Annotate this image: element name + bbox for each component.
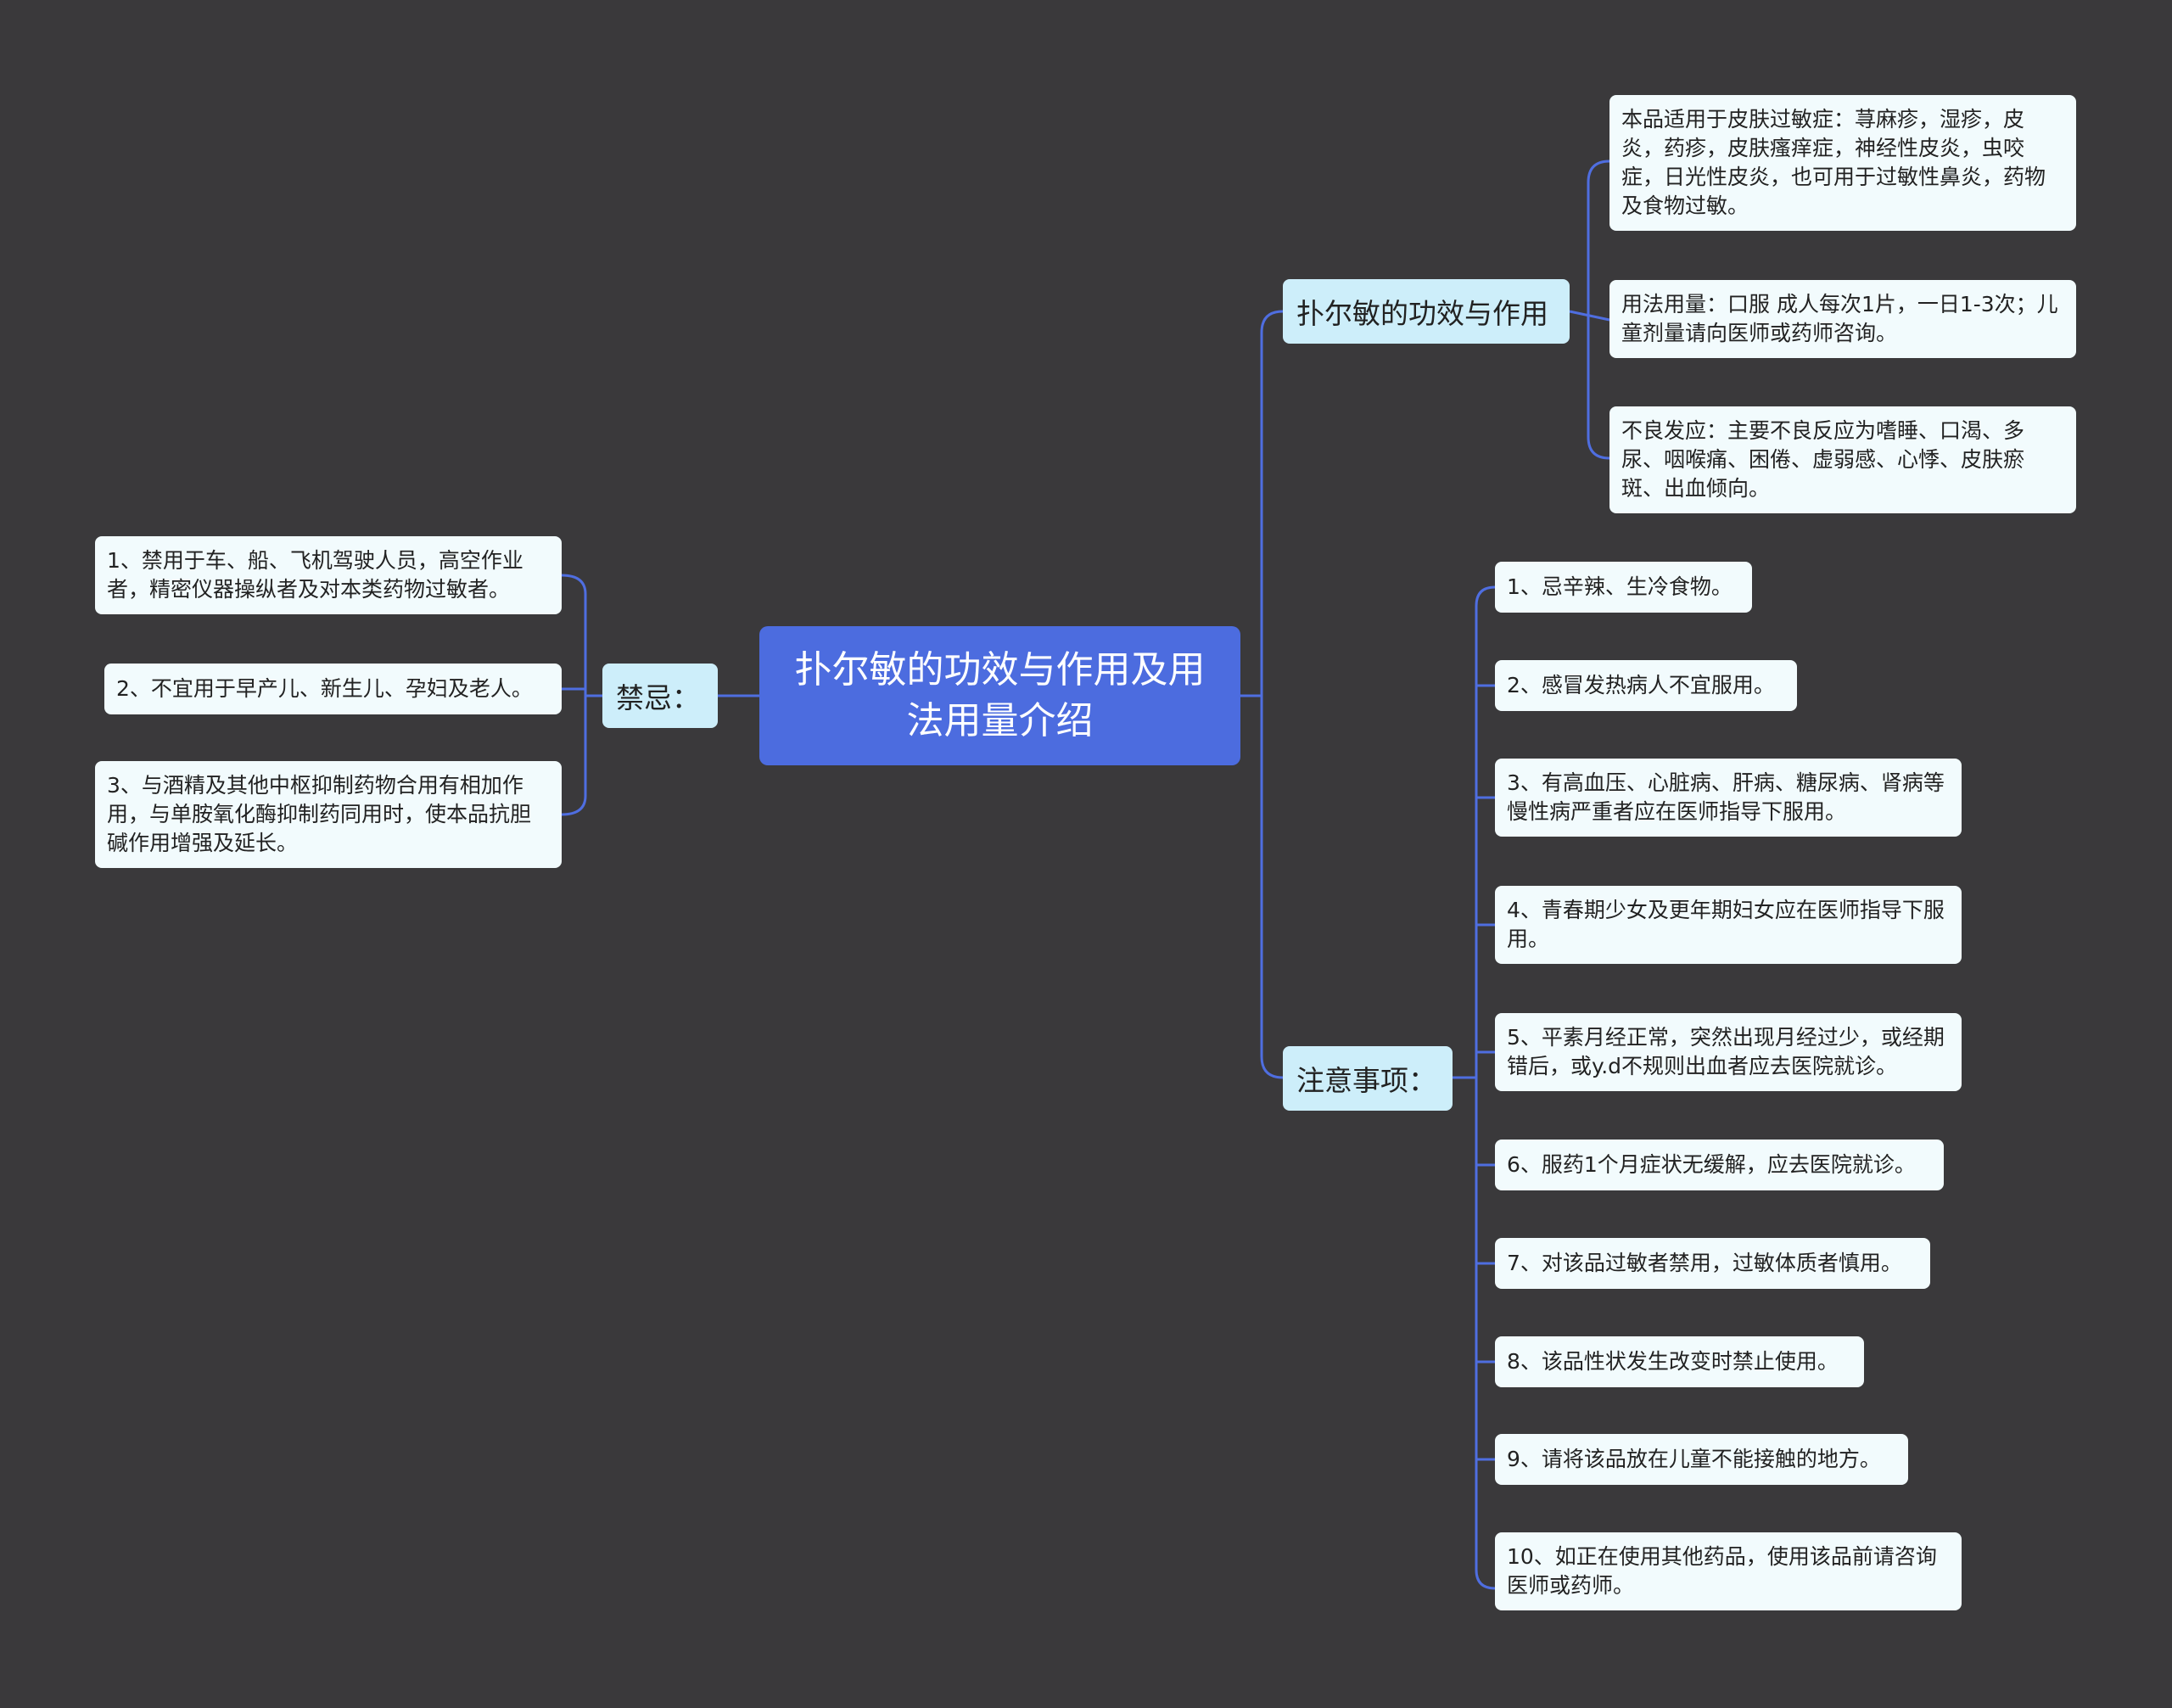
leaf-note-5[interactable]: 5、平素月经正常，突然出现月经过少，或经期错后，或y.d不规则出血者应去医院就诊…: [1495, 1013, 1962, 1091]
leaf-contraindication-3[interactable]: 3、与酒精及其他中枢抑制药物合用有相加作用，与单胺氧化酶抑制药同用时，使本品抗胆…: [95, 761, 562, 868]
leaf-text: 3、有高血压、心脏病、肝病、糖尿病、肾病等慢性病严重者应在医师指导下服用。: [1507, 770, 1945, 824]
leaf-effects-3[interactable]: 不良发应：主要不良反应为嗜睡、口渴、多尿、咽喉痛、困倦、虚弱感、心悸、皮肤瘀斑、…: [1609, 406, 2076, 513]
leaf-note-7[interactable]: 7、对该品过敏者禁用，过敏体质者慎用。: [1495, 1238, 1930, 1289]
leaf-note-6[interactable]: 6、服药1个月症状无缓解，应去医院就诊。: [1495, 1140, 1944, 1190]
edge-notes-trunk: [1475, 585, 1496, 1590]
branch-notes[interactable]: 注意事项：: [1283, 1046, 1453, 1111]
leaf-text: 6、服药1个月症状无缓解，应去医院就诊。: [1507, 1152, 1916, 1177]
edge-right-trunk: [1260, 310, 1284, 1079]
leaf-note-8[interactable]: 8、该品性状发生改变时禁止使用。: [1495, 1336, 1864, 1387]
leaf-text: 本品适用于皮肤过敏症：荨麻疹，湿疹，皮炎，药疹，皮肤瘙痒症，神经性皮炎，虫咬症，…: [1621, 107, 2046, 218]
leaf-note-2[interactable]: 2、感冒发热病人不宜服用。: [1495, 660, 1797, 711]
leaf-note-3[interactable]: 3、有高血压、心脏病、肝病、糖尿病、肾病等慢性病严重者应在医师指导下服用。: [1495, 759, 1962, 837]
root-node[interactable]: 扑尔敏的功效与作用及用法用量介绍: [759, 626, 1240, 765]
leaf-contraindication-1[interactable]: 1、禁用于车、船、飞机驾驶人员，高空作业者，精密仪器操纵者及对本类药物过敏者。: [95, 536, 562, 614]
branch-label: 扑尔敏的功效与作用: [1296, 297, 1548, 330]
leaf-effects-1[interactable]: 本品适用于皮肤过敏症：荨麻疹，湿疹，皮炎，药疹，皮肤瘙痒症，神经性皮炎，虫咬症，…: [1609, 95, 2076, 231]
leaf-text: 7、对该品过敏者禁用，过敏体质者慎用。: [1507, 1251, 1902, 1275]
leaf-note-9[interactable]: 9、请将该品放在儿童不能接触的地方。: [1495, 1434, 1908, 1485]
leaf-text: 5、平素月经正常，突然出现月经过少，或经期错后，或y.d不规则出血者应去医院就诊…: [1507, 1025, 1945, 1078]
leaf-text: 8、该品性状发生改变时禁止使用。: [1507, 1349, 1839, 1374]
leaf-text: 用法用量：口服 成人每次1片，一日1-3次；儿童剂量请向医师或药师咨询。: [1621, 292, 2058, 345]
leaf-text: 不良发应：主要不良反应为嗜睡、口渴、多尿、咽喉痛、困倦、虚弱感、心悸、皮肤瘀斑、…: [1621, 418, 2025, 501]
leaf-note-10[interactable]: 10、如正在使用其他药品，使用该品前请咨询医师或药师。: [1495, 1532, 1962, 1610]
branch-label: 注意事项：: [1296, 1064, 1436, 1097]
branch-effects[interactable]: 扑尔敏的功效与作用: [1283, 279, 1570, 344]
leaf-text: 4、青春期少女及更年期妇女应在医师指导下服用。: [1507, 898, 1945, 951]
leaf-text: 3、与酒精及其他中枢抑制药物合用有相加作用，与单胺氧化酶抑制药同用时，使本品抗胆…: [107, 773, 532, 855]
leaf-text: 2、感冒发热病人不宜服用。: [1507, 673, 1775, 697]
edge-effects-mid: [1569, 310, 1610, 322]
leaf-text: 1、忌辛辣、生冷食物。: [1507, 574, 1733, 599]
edge-effects-trunk: [1587, 160, 1610, 460]
leaf-note-1[interactable]: 1、忌辛辣、生冷食物。: [1495, 562, 1752, 613]
branch-contraindications[interactable]: 禁忌：: [602, 664, 718, 728]
leaf-text: 1、禁用于车、船、飞机驾驶人员，高空作业者，精密仪器操纵者及对本类药物过敏者。: [107, 548, 523, 602]
edge-left-trunk: [561, 574, 587, 816]
root-label: 扑尔敏的功效与作用及用法用量介绍: [794, 648, 1206, 742]
leaf-text: 2、不宜用于早产儿、新生儿、孕妇及老人。: [116, 676, 533, 701]
leaf-effects-2[interactable]: 用法用量：口服 成人每次1片，一日1-3次；儿童剂量请向医师或药师咨询。: [1609, 280, 2076, 358]
leaf-text: 9、请将该品放在儿童不能接触的地方。: [1507, 1447, 1881, 1471]
branch-label: 禁忌：: [616, 681, 700, 714]
leaf-text: 10、如正在使用其他药品，使用该品前请咨询医师或药师。: [1507, 1544, 1937, 1598]
leaf-note-4[interactable]: 4、青春期少女及更年期妇女应在医师指导下服用。: [1495, 886, 1962, 964]
leaf-contraindication-2[interactable]: 2、不宜用于早产儿、新生儿、孕妇及老人。: [104, 664, 562, 714]
